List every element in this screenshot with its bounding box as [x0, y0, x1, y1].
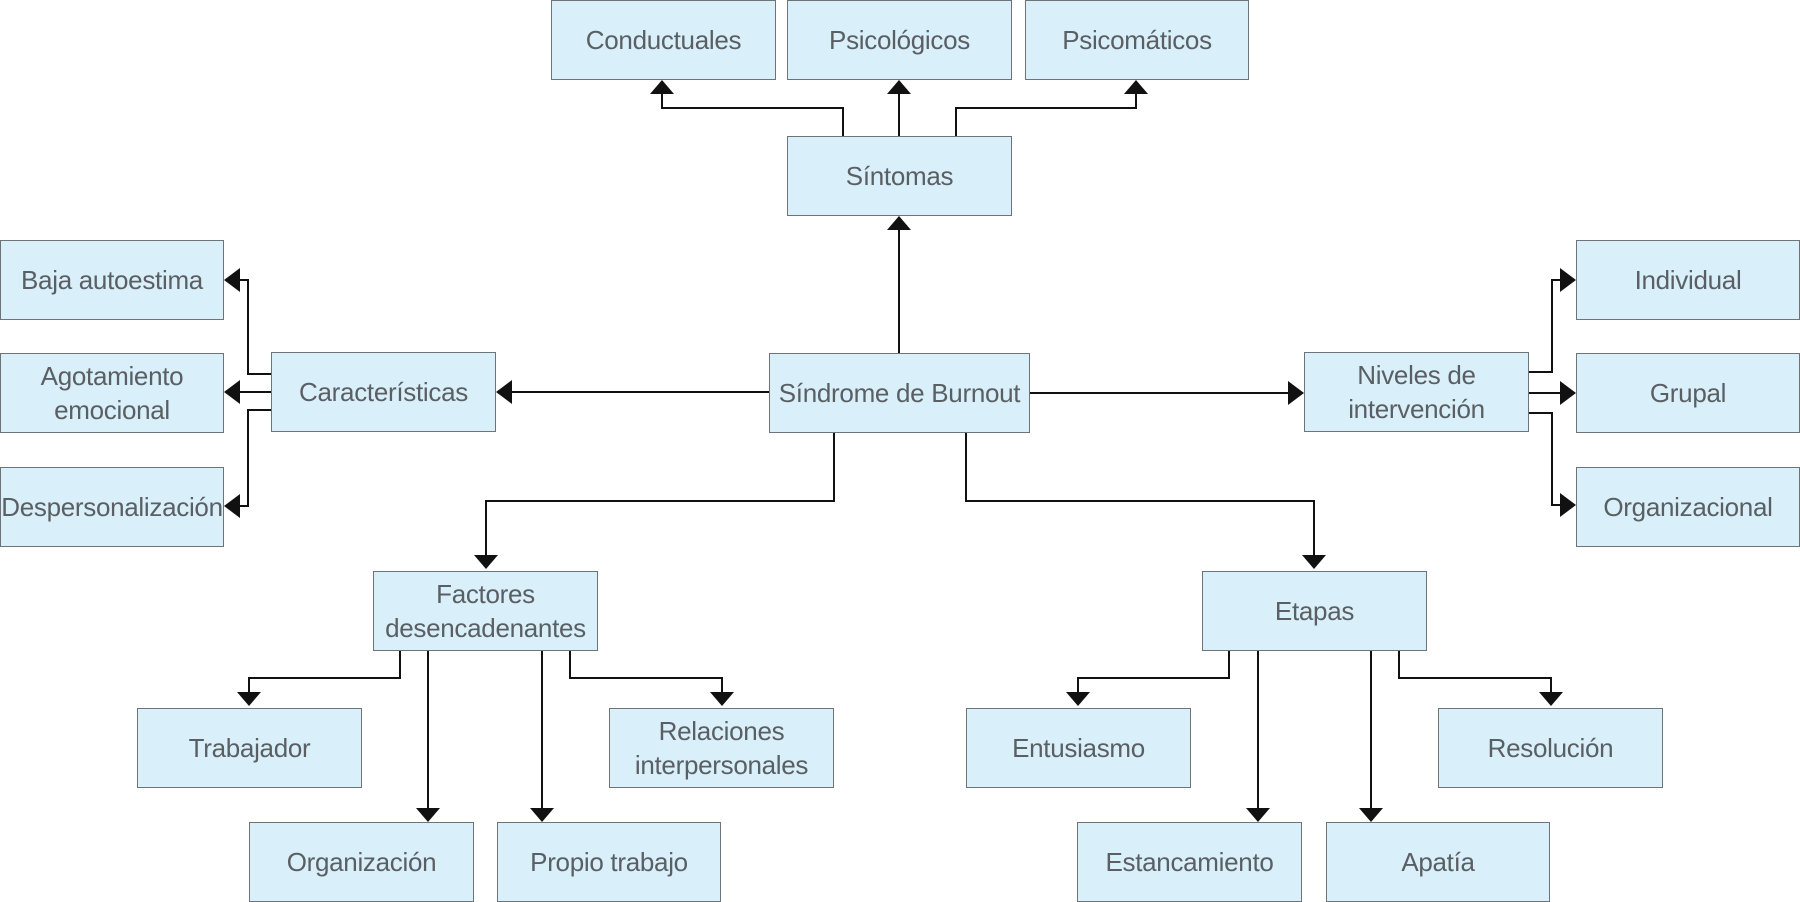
- arrowhead: [1302, 555, 1326, 569]
- connector-niveles-organizacional: [1529, 412, 1560, 506]
- arrowhead: [650, 80, 674, 94]
- node-factores-desencadenantes: Factores desencadenantes: [373, 571, 598, 651]
- connector-factores-trabajador: [248, 651, 401, 692]
- connector-etapas-resolucion: [1398, 651, 1552, 692]
- node-relaciones-interpersonales: Relaciones interpersonales: [609, 708, 834, 788]
- node-resolucion: Resolución: [1438, 708, 1663, 788]
- arrowhead: [496, 380, 512, 404]
- node-psicomaticos: Psicomáticos: [1025, 0, 1249, 80]
- arrowhead: [1288, 381, 1304, 405]
- arrowhead: [710, 692, 734, 706]
- node-despersonalizacion: Despersonalización: [0, 467, 224, 547]
- arrowhead: [237, 692, 261, 706]
- arrowhead: [474, 555, 498, 569]
- arrowhead: [1246, 808, 1270, 822]
- connector-central-etapas: [965, 433, 1315, 555]
- node-baja-autoestima: Baja autoestima: [0, 240, 224, 320]
- connector-niveles-individual: [1529, 279, 1560, 373]
- arrowhead: [224, 494, 240, 518]
- arrowhead: [887, 80, 911, 94]
- node-psicologicos: Psicológicos: [787, 0, 1012, 80]
- connector-caracteristicas-baja-autoestima: [240, 279, 271, 375]
- arrowhead: [1359, 808, 1383, 822]
- connector-sintomas-conductuales: [661, 94, 844, 136]
- arrowhead: [530, 808, 554, 822]
- node-grupal: Grupal: [1576, 353, 1800, 433]
- central-node-burnout: Síndrome de Burnout: [769, 353, 1030, 433]
- connector-caracteristicas-despersonalizacion: [240, 409, 271, 507]
- node-trabajador: Trabajador: [137, 708, 362, 788]
- arrowhead: [1066, 692, 1090, 706]
- connector-factores-relaciones: [569, 651, 723, 692]
- node-entusiasmo: Entusiasmo: [966, 708, 1191, 788]
- node-agotamiento-emocional: Agotamiento emocional: [0, 353, 224, 433]
- node-organizacion: Organización: [249, 822, 474, 902]
- node-conductuales: Conductuales: [551, 0, 776, 80]
- node-niveles-intervencion: Niveles de intervención: [1304, 352, 1529, 432]
- node-propio-trabajo: Propio trabajo: [497, 822, 721, 902]
- arrowhead: [1539, 692, 1563, 706]
- node-individual: Individual: [1576, 240, 1800, 320]
- arrowhead: [416, 808, 440, 822]
- arrowhead: [1124, 80, 1148, 94]
- arrowhead: [224, 380, 240, 404]
- node-estancamiento: Estancamiento: [1077, 822, 1302, 902]
- node-apatia: Apatía: [1326, 822, 1550, 902]
- arrowhead: [887, 216, 911, 230]
- arrowhead: [224, 268, 240, 292]
- arrowhead: [1560, 381, 1576, 405]
- arrowhead: [1560, 493, 1576, 517]
- node-sintomas: Síntomas: [787, 136, 1012, 216]
- node-caracteristicas: Características: [271, 352, 496, 432]
- node-etapas: Etapas: [1202, 571, 1427, 651]
- arrowhead: [1560, 268, 1576, 292]
- connector-central-factores: [485, 433, 835, 555]
- connector-etapas-entusiasmo: [1077, 651, 1230, 692]
- node-organizacional: Organizacional: [1576, 467, 1800, 547]
- connector-sintomas-psicomaticos: [955, 94, 1137, 136]
